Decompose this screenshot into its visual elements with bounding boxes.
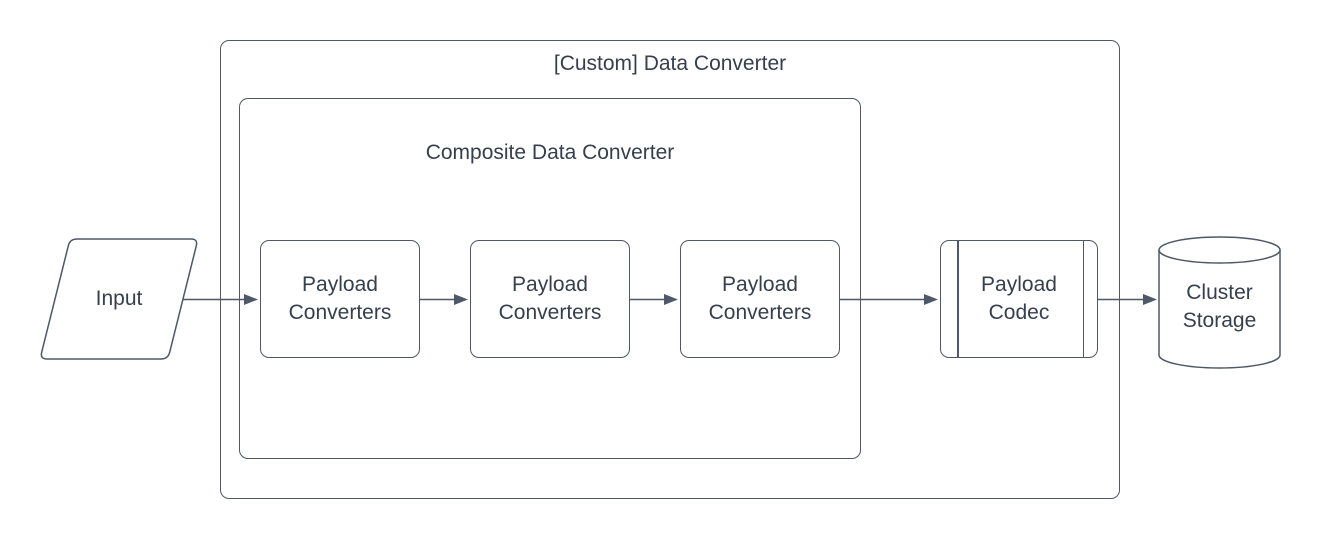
codec-left-bar <box>957 241 959 357</box>
payload-converters-box-2: Payload Converters <box>470 240 630 358</box>
custom-data-converter-label: [Custom] Data Converter <box>553 52 787 75</box>
codec-right-bar <box>1082 241 1084 357</box>
custom-data-converter-container: [Custom] Data Converter <box>220 40 1120 499</box>
payload-converters-label-3: Payload Converters <box>708 273 812 324</box>
arrow-converter1-to-converter2 <box>420 294 468 305</box>
payload-converters-box-3: Payload Converters <box>680 240 840 358</box>
composite-data-converter-label: Composite Data Converter <box>425 141 675 164</box>
input-parallelogram <box>40 238 198 360</box>
cluster-storage-cylinder <box>1158 236 1281 369</box>
arrow-input-to-converter1 <box>183 294 258 305</box>
arrow-converter3-to-codec <box>840 294 938 305</box>
payload-converters-box-1: Payload Converters <box>260 240 420 358</box>
payload-converters-label-1: Payload Converters <box>288 273 392 324</box>
composite-data-converter-container: Composite Data Converter <box>239 98 861 459</box>
arrow-codec-to-storage <box>1098 294 1157 305</box>
input-label: Input <box>95 287 143 310</box>
payload-codec-box: Payload Codec <box>940 240 1098 358</box>
payload-codec-label: Payload Codec <box>981 273 1057 324</box>
cluster-storage-label: Cluster Storage <box>1182 281 1257 332</box>
arrow-converter2-to-converter3 <box>630 294 678 305</box>
payload-converters-label-2: Payload Converters <box>498 273 602 324</box>
